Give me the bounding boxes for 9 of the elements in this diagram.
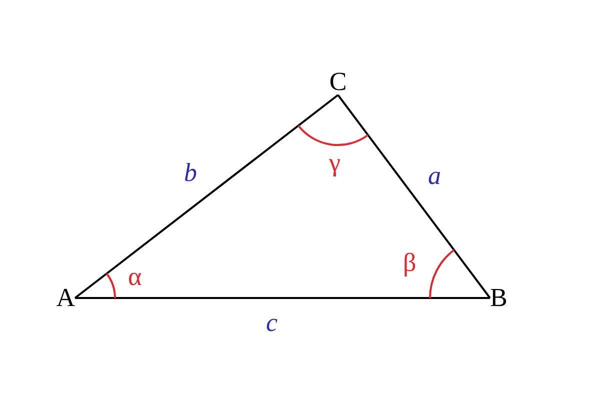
angle-label: α — [128, 264, 142, 290]
triangle-side — [74, 94, 339, 299]
angle-label: β — [403, 250, 416, 276]
angle-label: γ — [329, 150, 340, 176]
vertex-label: B — [490, 285, 508, 311]
triangle-side — [337, 94, 491, 299]
vertex-label: C — [329, 69, 347, 95]
vertex-label: A — [56, 285, 75, 311]
triangle-side — [75, 297, 490, 299]
